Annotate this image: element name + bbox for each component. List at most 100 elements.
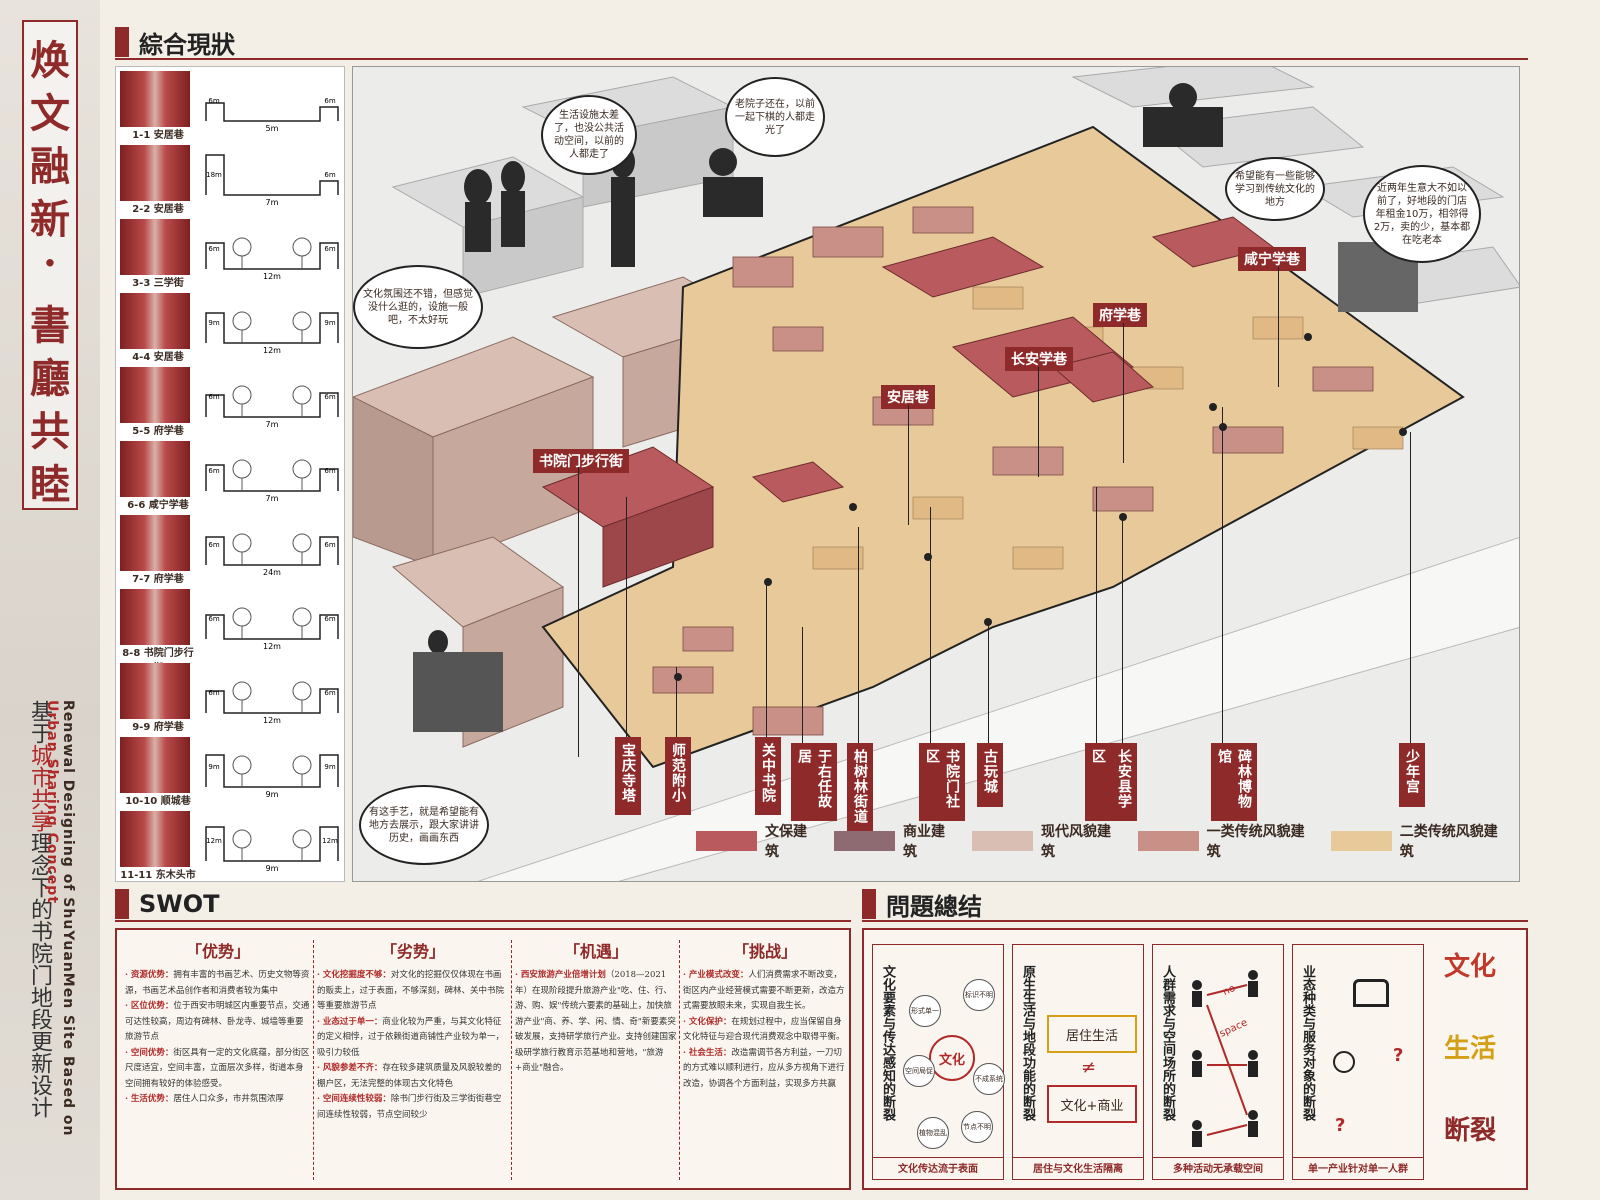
street-section-label: 2-2 安居巷 [132,204,184,215]
street-tag: 府学巷 [1093,303,1147,327]
section-outline [205,154,339,196]
person-body [1248,981,1258,997]
street-section-label: 9-9 府学巷 [132,722,184,733]
landmark-tag: 于右任故居 [791,743,837,821]
swot-divider [679,940,680,1180]
legend: 文保建筑商业建筑现代风貌建筑一类传统风貌建筑二类传统风貌建筑 [696,824,1516,860]
street-photo [120,515,190,571]
landmark-tag: 少年宫 [1399,743,1425,807]
section-dim-label: 7m [266,494,279,503]
landmark-tag: 关中书院 [755,737,781,815]
problem-caption: 居住与文化生活隔离 [1013,1157,1143,1175]
title-char: 睦 [30,461,70,508]
legend-item: 商业建筑 [834,821,958,861]
section-dim-label: 24m [263,568,281,577]
legend-swatch [696,831,757,851]
swot-key: · 资源优势： [125,970,174,980]
person-icon [1192,1120,1202,1130]
section-outline [205,688,339,714]
section-dim-label: 6m [324,689,335,697]
tree-mark [292,237,312,257]
person-icon [1248,970,1258,980]
person-body [1248,1121,1258,1137]
speech-bubble: 有这手艺，就是希望能有地方去展示，跟大家讲讲历史，画画东西 [359,785,489,865]
legend-item: 文保建筑 [696,821,820,861]
pin-line [1122,517,1123,743]
street-photo [120,663,190,719]
swot-key: · 区位优势： [125,1001,174,1011]
swot-key: · 生活优势： [125,1094,174,1104]
title-char: 文 [30,90,70,137]
tree-mark [292,607,312,627]
heritage-blocks [541,216,1275,588]
tree-mark [232,829,252,849]
conclusion-word: 生活 [1444,1034,1497,1064]
person-icon [1192,980,1202,990]
tree-mark [292,681,312,701]
street-section-drawing: 12m 9m 9m [205,311,339,355]
section-dim-label: 6m [208,689,219,697]
swot-heading: 「挑战」 [732,942,797,961]
person-icon [1248,1110,1258,1120]
section-dim-label: 5m [266,124,279,133]
swot-value: 在规划过程中，应当保留自身文化特征与迎合现代消费观念中取得平衡。 [683,1016,845,1043]
street-photo [120,219,190,275]
street-photo [120,145,190,201]
pin-line [766,582,767,737]
section-dim-label: 12m [263,346,281,355]
tree-mark [292,533,312,553]
swot-heading: 「劣势」 [380,942,445,961]
pin-line [626,497,627,737]
section-dim-label: 12m [263,272,281,281]
section-dim-label: 6m [324,97,335,105]
tree-mark [232,237,252,257]
street-tag: 书院门步行街 [533,449,629,473]
swot-value: 除书门步行街及三学街街巷空间连续性较弱，节点空间较少 [317,1094,502,1120]
problem-caption: 多种活动无承载空间 [1153,1157,1283,1175]
tree-mark [232,459,252,479]
swot-value: 拥有丰富的书画艺术、历史文物等资源，书画艺术品创作者和消费者较为集中 [125,970,310,996]
street-photo [120,811,190,867]
title-char: 焕 [30,37,70,84]
pin-line [1222,407,1223,743]
problem-graphic: 文化形式单一标识不明空间局促不成系统植物混乱节点不明 [903,965,1005,1151]
section-outline [205,614,339,640]
pin-line [930,507,931,743]
tree-mark [232,311,252,331]
legend-label: 商业建筑 [903,824,945,860]
section-dim-label: 18m [206,171,222,179]
section-dim-label: 7m [266,420,279,429]
section-dim-label: 9m [324,319,335,327]
street-section-label: 6-6 咸宁学巷 [127,500,189,511]
issue-node: 节点不明 [961,1111,993,1143]
section-dim-label: 6m [324,541,335,549]
tree-mark [292,385,312,405]
street-section-label: 5-5 府学巷 [132,426,184,437]
street-photo [120,589,190,645]
swot-value: 位于西安市明城区内重要节点，交通可达性较高，周边有碑林、卧龙寺、城墙等重要旅游节… [125,1001,310,1042]
tree-mark [292,755,312,775]
section-title: 綜合現狀 [139,29,235,59]
street-section-label: 11-11 东木头市 [120,870,196,881]
tree-mark [292,459,312,479]
tree-mark [232,755,252,775]
section-dim-label: 9m [208,319,219,327]
section-dim-label: 6m [208,615,219,623]
section-dim-label: 12m [206,837,222,845]
title-char: · [43,240,57,287]
pin-line [1038,367,1039,477]
road-band [477,537,1519,881]
speech-bubble: 文化氛围还不错，但感觉没什么逛的，设施一般吧，不太好玩 [353,265,483,349]
problem-title: 业态种类与服务对象的断裂 [1300,965,1315,1121]
landmark-tag: 碑林博物馆 [1211,743,1257,821]
section-dim-label: 6m [324,393,335,401]
legend-item: 二类传统风貌建筑 [1330,821,1510,861]
person-icon [1333,1051,1355,1073]
legend-item: 现代风貌建筑 [972,821,1124,861]
